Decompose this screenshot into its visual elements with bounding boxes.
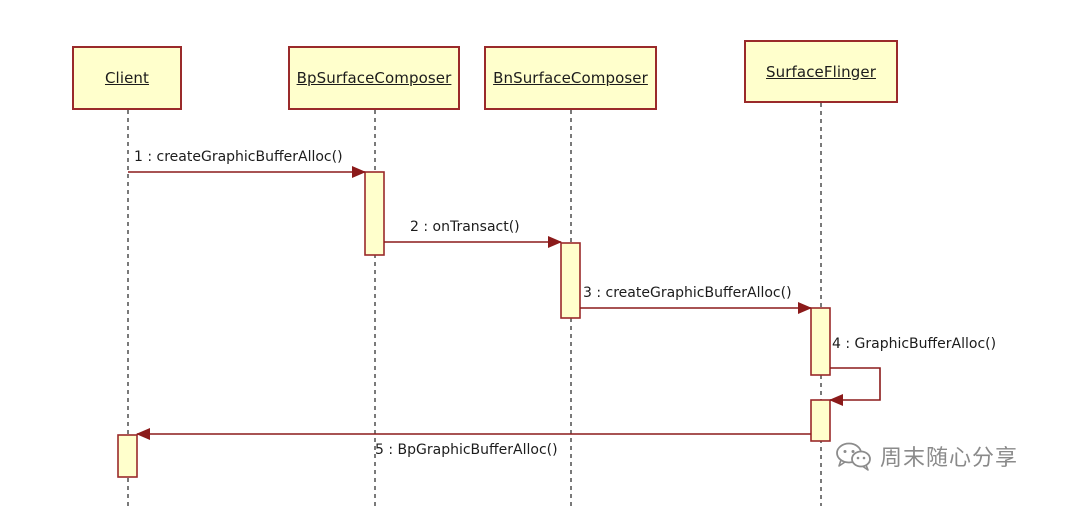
lifeline-box-bn: BnSurfaceComposer — [484, 46, 657, 110]
message-label-3: 3 : createGraphicBufferAlloc() — [583, 285, 792, 301]
watermark-text: 周末随心分享 — [880, 446, 1019, 471]
lifeline-box-client: Client — [72, 46, 182, 110]
message-label-5: 5 : BpGraphicBufferAlloc() — [375, 442, 558, 458]
watermark: 周末随心分享 — [834, 440, 1018, 472]
lifeline-name-bp: BpSurfaceComposer — [296, 69, 452, 87]
lifeline-name-client: Client — [104, 69, 150, 87]
activation-bar-sf-2 — [810, 399, 831, 442]
activation-bar-client — [117, 434, 138, 478]
wechat-icon — [834, 441, 874, 471]
message-label-1: 1 : createGraphicBufferAlloc() — [134, 149, 343, 165]
lifeline-name-sf: SurfaceFlinger — [766, 62, 876, 81]
lifeline-name-bn: BnSurfaceComposer — [493, 69, 648, 87]
activation-bar-sf-1 — [810, 307, 831, 376]
message-arrow-4-self — [829, 367, 881, 406]
message-label-4: 4 : GraphicBufferAlloc() — [832, 336, 997, 352]
activation-bar-bn — [560, 242, 581, 319]
activation-bar-bp — [364, 171, 385, 256]
message-label-2: 2 : onTransact() — [410, 219, 520, 235]
lifeline-box-bp: BpSurfaceComposer — [288, 46, 460, 110]
lifeline-box-sf: SurfaceFlinger — [744, 40, 898, 103]
